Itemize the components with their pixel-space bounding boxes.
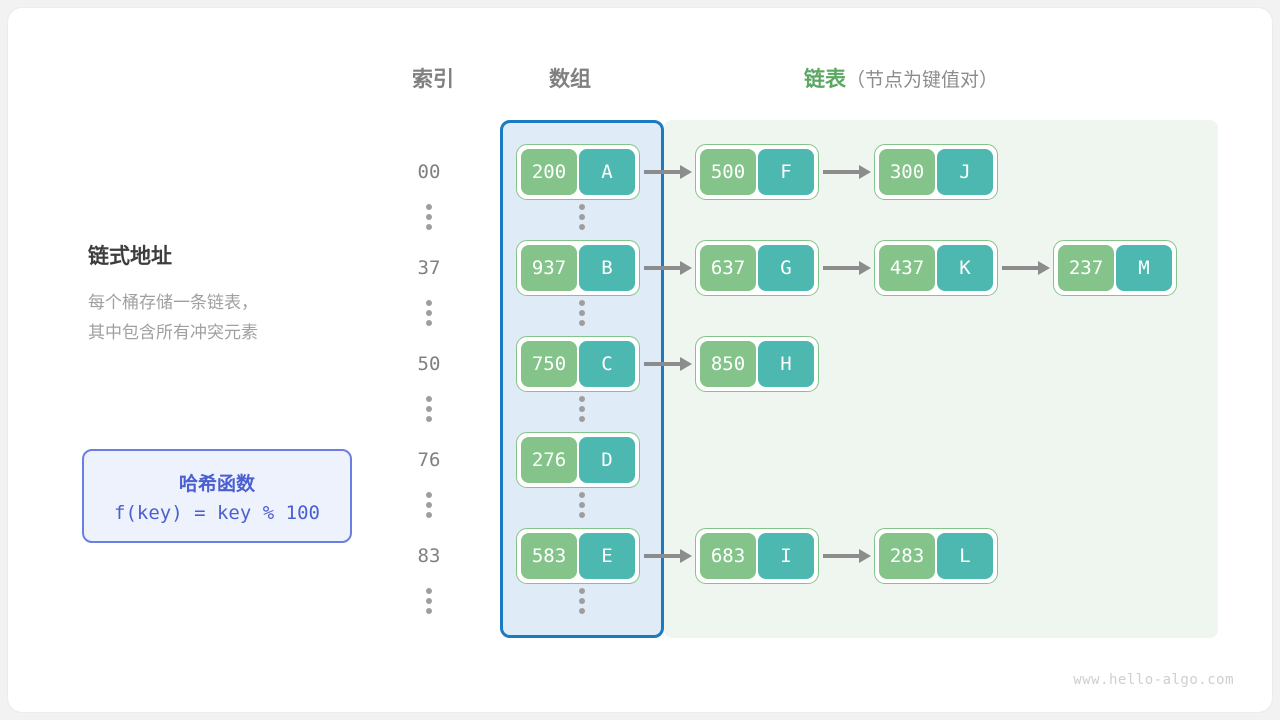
header-linked-list: 链表（节点为键值对） [804, 63, 998, 93]
array-ellipsis [579, 492, 585, 518]
hash-function-formula: f(key) = key % 100 [114, 501, 320, 524]
hash-function-title: 哈希函数 [178, 473, 255, 495]
node-value: H [758, 341, 814, 387]
bucket-index-label: 83 [417, 545, 441, 567]
node-value: B [579, 245, 635, 291]
bucket-index-label: 00 [417, 161, 441, 183]
node-key: 937 [521, 245, 577, 291]
chain-arrow-icon [640, 258, 695, 278]
array-ellipsis [579, 588, 585, 614]
index-ellipsis [426, 588, 432, 614]
node-value: M [1116, 245, 1172, 291]
node-key: 583 [521, 533, 577, 579]
node-value: I [758, 533, 814, 579]
chain-arrow-icon [640, 162, 695, 182]
node-value: K [937, 245, 993, 291]
bucket-index-label: 50 [417, 353, 441, 375]
node-key: 500 [700, 149, 756, 195]
chain-arrow-icon [640, 546, 695, 566]
node-key: 300 [879, 149, 935, 195]
index-ellipsis [426, 204, 432, 230]
node-key: 683 [700, 533, 756, 579]
description-title: 链式地址 [88, 245, 172, 268]
header-array: 数组 [549, 68, 591, 91]
header-linked-list-note: （节点为键值对） [846, 70, 999, 91]
node-value: A [579, 149, 635, 195]
array-ellipsis [579, 396, 585, 422]
diagram-card: 索引 数组 链表（节点为键值对） 链式地址 每个桶存储一条链表， 其中包含所有冲… [8, 8, 1272, 712]
bucket-index-label: 76 [417, 449, 441, 471]
node-value: G [758, 245, 814, 291]
node-value: E [579, 533, 635, 579]
node-value: F [758, 149, 814, 195]
node-key: 637 [700, 245, 756, 291]
index-ellipsis [426, 300, 432, 326]
array-ellipsis [579, 300, 585, 326]
chain-arrow-icon [819, 162, 874, 182]
node-value: D [579, 437, 635, 483]
chain-arrow-icon [819, 546, 874, 566]
header-linked-list-label: 链表 [804, 68, 846, 91]
watermark: www.hello-algo.com [1073, 672, 1234, 688]
description-body: 每个桶存储一条链表， 其中包含所有冲突元素 [88, 293, 258, 342]
node-value: L [937, 533, 993, 579]
chain-arrow-icon [819, 258, 874, 278]
node-key: 276 [521, 437, 577, 483]
bucket-index-label: 37 [417, 257, 441, 279]
node-key: 437 [879, 245, 935, 291]
node-key: 850 [700, 341, 756, 387]
chain-arrow-icon [998, 258, 1053, 278]
index-ellipsis [426, 396, 432, 422]
node-key: 750 [521, 341, 577, 387]
node-key: 283 [879, 533, 935, 579]
node-key: 200 [521, 149, 577, 195]
chain-arrow-icon [640, 354, 695, 374]
hash-function-box: 哈希函数 f(key) = key % 100 [82, 449, 352, 543]
index-ellipsis [426, 492, 432, 518]
header-index: 索引 [412, 68, 454, 91]
node-value: C [579, 341, 635, 387]
array-ellipsis [579, 204, 585, 230]
node-value: J [937, 149, 993, 195]
node-key: 237 [1058, 245, 1114, 291]
